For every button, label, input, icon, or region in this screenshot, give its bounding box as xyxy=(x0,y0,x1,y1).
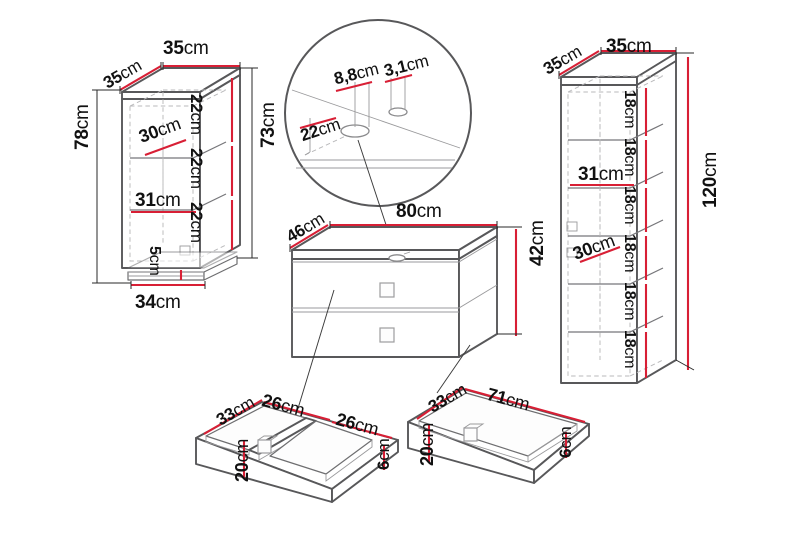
dim-cab2-comp-2: 18cm xyxy=(621,138,638,177)
dim-cab2-comp-4: 18cm xyxy=(621,234,638,273)
dim-dresser-width: 80cm xyxy=(396,201,442,222)
dim-drawer2-side-height: 6cm xyxy=(556,426,575,458)
dim-cab1-comp-1: 22cm xyxy=(187,94,206,135)
dim-cab2-comp-1: 18cm xyxy=(621,90,638,129)
dim-cab2-comp-3: 18cm xyxy=(621,186,638,225)
dresser-two-drawer-drawing xyxy=(289,221,522,416)
dim-cab2-top-width: 35cm xyxy=(606,36,652,57)
dim-cab1-top-width: 35cm xyxy=(163,38,209,59)
dim-cab2-width-31: 31cm xyxy=(578,164,624,185)
cable-hole-detail-drawing xyxy=(284,19,472,259)
dim-cab2-comp-6: 18cm xyxy=(621,330,638,369)
dim-cab1-base-width: 34cm xyxy=(135,292,181,313)
dim-cab1-total-height: 78cm xyxy=(72,104,93,150)
drawer-divided-drawing xyxy=(195,399,399,503)
dim-cab1-body-height: 73cm xyxy=(258,102,279,148)
dim-drawer2-front-height: 20cm xyxy=(417,422,437,466)
tall-cabinet-right-drawing xyxy=(558,47,695,384)
dim-cab1-base-height: 5cm xyxy=(146,246,163,276)
dim-dresser-height: 42cm xyxy=(527,220,548,266)
dim-drawer1-side-height: 6cm xyxy=(374,438,393,470)
wall-cabinet-left-drawing xyxy=(92,62,258,289)
dim-cab1-comp-3: 22cm xyxy=(187,202,206,243)
dim-drawer1-front-height: 20cm xyxy=(232,438,252,482)
drawer-wide-drawing xyxy=(407,386,590,484)
dim-cab2-height: 120cm xyxy=(700,151,721,208)
dim-cab1-width-31: 31cm xyxy=(135,190,181,211)
dim-cab1-comp-2: 22cm xyxy=(187,148,206,189)
dim-cab2-comp-5: 18cm xyxy=(621,282,638,321)
